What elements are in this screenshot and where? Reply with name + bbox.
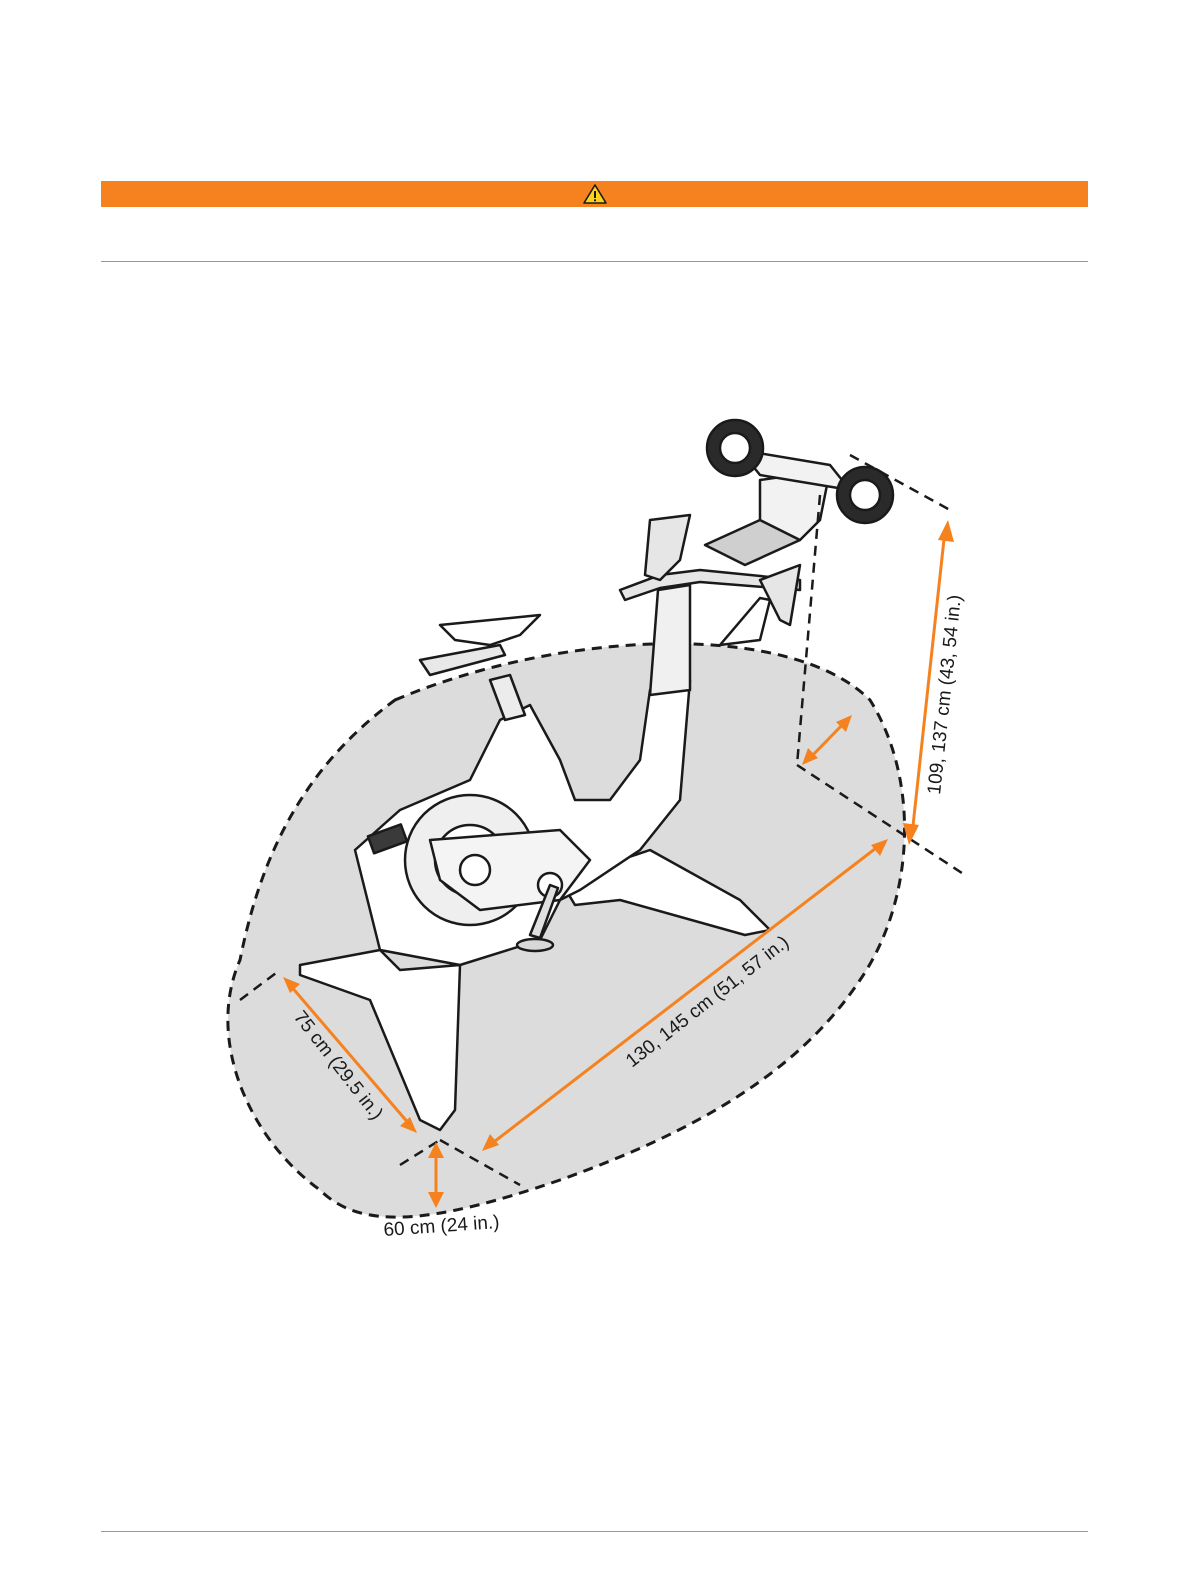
height-dimension-label: 109, 137 cm (43, 54 in.) [924, 594, 966, 796]
clearance-area [228, 644, 905, 1217]
footer-divider [101, 1531, 1088, 1532]
